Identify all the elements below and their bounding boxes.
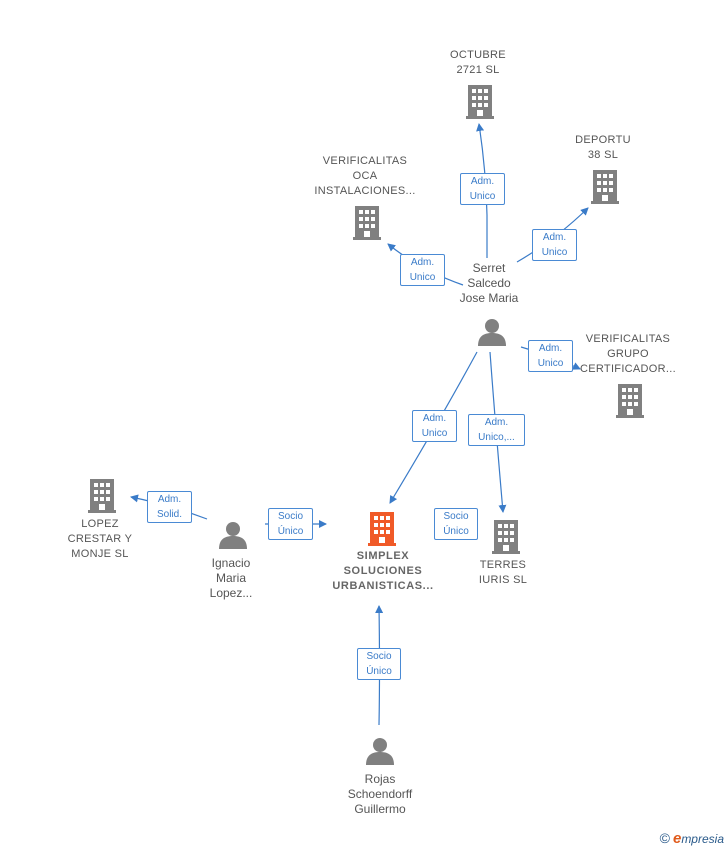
node-label-deportu[interactable]: DEPORTU 38 SL — [575, 134, 631, 161]
building-icon[interactable] — [368, 512, 396, 546]
building-icon[interactable] — [88, 479, 116, 513]
person-icon[interactable] — [219, 521, 247, 549]
node-label-verificalitas-grupo[interactable]: VERIFICALITAS GRUPO CERTIFICADOR... — [580, 333, 676, 375]
edge-label-serret-simplex: Adm. Unico — [412, 410, 457, 442]
brand-name: mpresia — [681, 832, 724, 846]
person-icon[interactable] — [366, 737, 394, 765]
node-label-terres[interactable]: TERRES IURIS SL — [478, 559, 528, 586]
edge-label-terres-socio: Socio Único — [434, 508, 478, 540]
building-icon[interactable] — [591, 170, 619, 204]
building-icon[interactable] — [492, 520, 520, 554]
edge-label-serret-oca: Adm. Unico — [400, 254, 445, 286]
node-label-simplex[interactable]: SIMPLEX SOLUCIONES URBANISTICAS... — [332, 550, 434, 592]
person-icon[interactable] — [478, 318, 506, 346]
node-label-octubre[interactable]: OCTUBRE 2721 SL — [450, 49, 506, 76]
edge-label-serret-grupo: Adm. Unico — [528, 340, 573, 372]
building-icon[interactable] — [466, 85, 494, 119]
brand-logo-e: e — [672, 830, 682, 847]
building-icon[interactable] — [616, 384, 644, 418]
edge-label-ignacio-simplex: Socio Único — [268, 508, 313, 540]
copyright-icon: © — [659, 830, 670, 846]
edge-label-rojas-simplex: Socio Único — [357, 648, 401, 680]
edge-label-serret-terres: Adm. Unico,... — [468, 414, 525, 446]
edge-label-ignacio-lopez: Adm. Solid. — [147, 491, 192, 523]
edge-label-serret-octubre: Adm. Unico — [460, 173, 505, 205]
node-label-ignacio[interactable]: Ignacio Maria Lopez... — [209, 556, 253, 600]
node-label-rojas[interactable]: Rojas Schoendorff Guillermo — [347, 772, 413, 816]
node-label-serret[interactable]: Serret Salcedo Jose Maria — [459, 261, 519, 305]
edge-label-serret-deportu: Adm. Unico — [532, 229, 577, 261]
building-icon[interactable] — [353, 206, 381, 240]
empresia-brand[interactable]: ©empresia — [660, 830, 724, 847]
node-label-verificalitas-oca[interactable]: VERIFICALITAS OCA INSTALACIONES... — [314, 155, 416, 197]
node-label-lopez-crestar[interactable]: LOPEZ CRESTAR Y MONJE SL — [67, 518, 133, 560]
